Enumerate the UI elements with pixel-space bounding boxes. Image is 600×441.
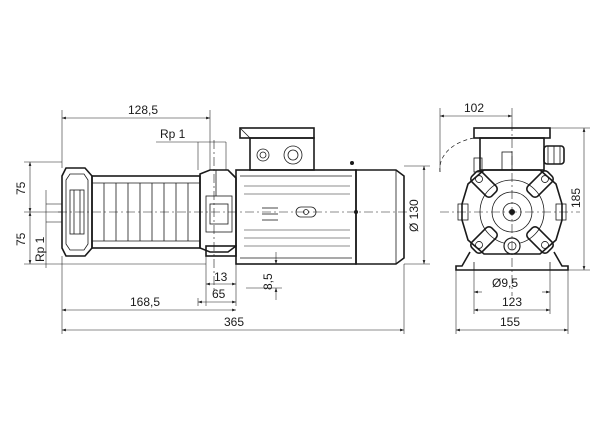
- terminal-swing-arc: [439, 137, 475, 173]
- dimension-65: 65: [197, 287, 236, 306]
- dimension-label: 123: [502, 295, 522, 309]
- dimension-label: Rp 1: [33, 236, 47, 262]
- dimension-label: 102: [464, 101, 484, 115]
- dimension-label: 75: [14, 181, 28, 195]
- dimension-rp1-top: Rp 1: [156, 127, 227, 170]
- dimension-9-5: Ø9,5: [473, 270, 551, 300]
- dimension-185: 185: [550, 127, 590, 271]
- dimension-label: Rp 1: [160, 127, 186, 141]
- dimension-130: Ø 130: [404, 165, 430, 265]
- dimension-365: 365: [61, 264, 405, 334]
- dimension-rp1-left: Rp 1: [33, 190, 62, 268]
- dimension-13: 13: [205, 256, 237, 306]
- dimension-label: Ø9,5: [492, 276, 518, 290]
- end-terminal-box: [473, 127, 565, 173]
- dimension-label: 8,5: [261, 273, 275, 290]
- end-view: 102 185 Ø9,5 123 155: [439, 101, 590, 334]
- dimension-168-5: 168,5: [61, 256, 236, 334]
- dimension-102: 102: [439, 101, 513, 172]
- dimension-label: 155: [500, 315, 520, 329]
- dimension-8-5: 8,5: [246, 252, 282, 300]
- dimension-label: 65: [212, 287, 226, 301]
- terminal-box: [239, 127, 354, 171]
- dimension-label: 365: [224, 315, 244, 329]
- dimension-label: 168,5: [130, 295, 160, 309]
- dimension-155: 155: [455, 270, 569, 334]
- fan-cover: [355, 169, 405, 265]
- dimension-label: Ø 130: [407, 199, 421, 232]
- dimension-label: 185: [569, 188, 583, 208]
- dimension-75-stack: 75 75: [14, 161, 206, 265]
- dimension-label: 128,5: [128, 103, 158, 117]
- dimension-label: 13: [214, 270, 228, 284]
- lantern-block: [199, 169, 237, 257]
- dimension-123: 123: [473, 295, 551, 314]
- side-view: 128,5 Rp 1 75 75 Rp 1: [14, 103, 430, 334]
- motor-housing: [235, 169, 358, 265]
- dimension-label: 75: [14, 232, 28, 246]
- mounting-lugs: [470, 170, 554, 254]
- dimension-128-5: 128,5: [61, 103, 211, 170]
